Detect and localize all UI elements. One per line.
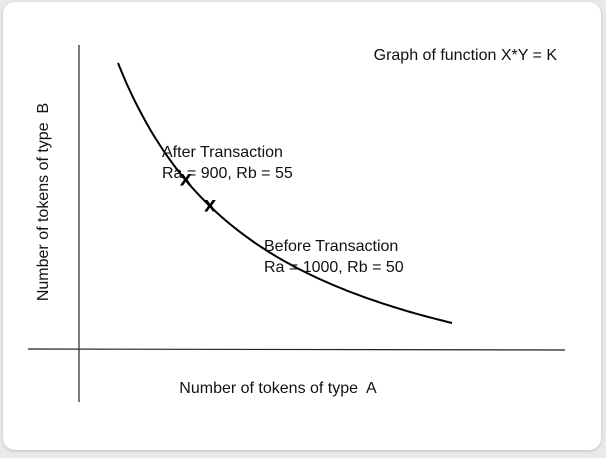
after-transaction-marker: X (180, 171, 193, 190)
before-transaction-marker: X (204, 197, 217, 216)
before-transaction-title: Before Transaction (264, 238, 398, 255)
after-transaction-title: After Transaction (162, 144, 283, 161)
curve-xy-k (117, 62, 453, 324)
y-axis-label: Number of tokens of type B (35, 103, 52, 301)
chart-card (3, 2, 601, 450)
before-transaction-values: Ra = 1000, Rb = 50 (264, 259, 404, 276)
chart-title: Graph of function X*Y = K (374, 47, 558, 64)
after-transaction-values: Ra = 900, Rb = 55 (162, 165, 293, 182)
x-axis (27, 348, 566, 351)
x-axis-label: Number of tokens of type A (179, 380, 377, 397)
